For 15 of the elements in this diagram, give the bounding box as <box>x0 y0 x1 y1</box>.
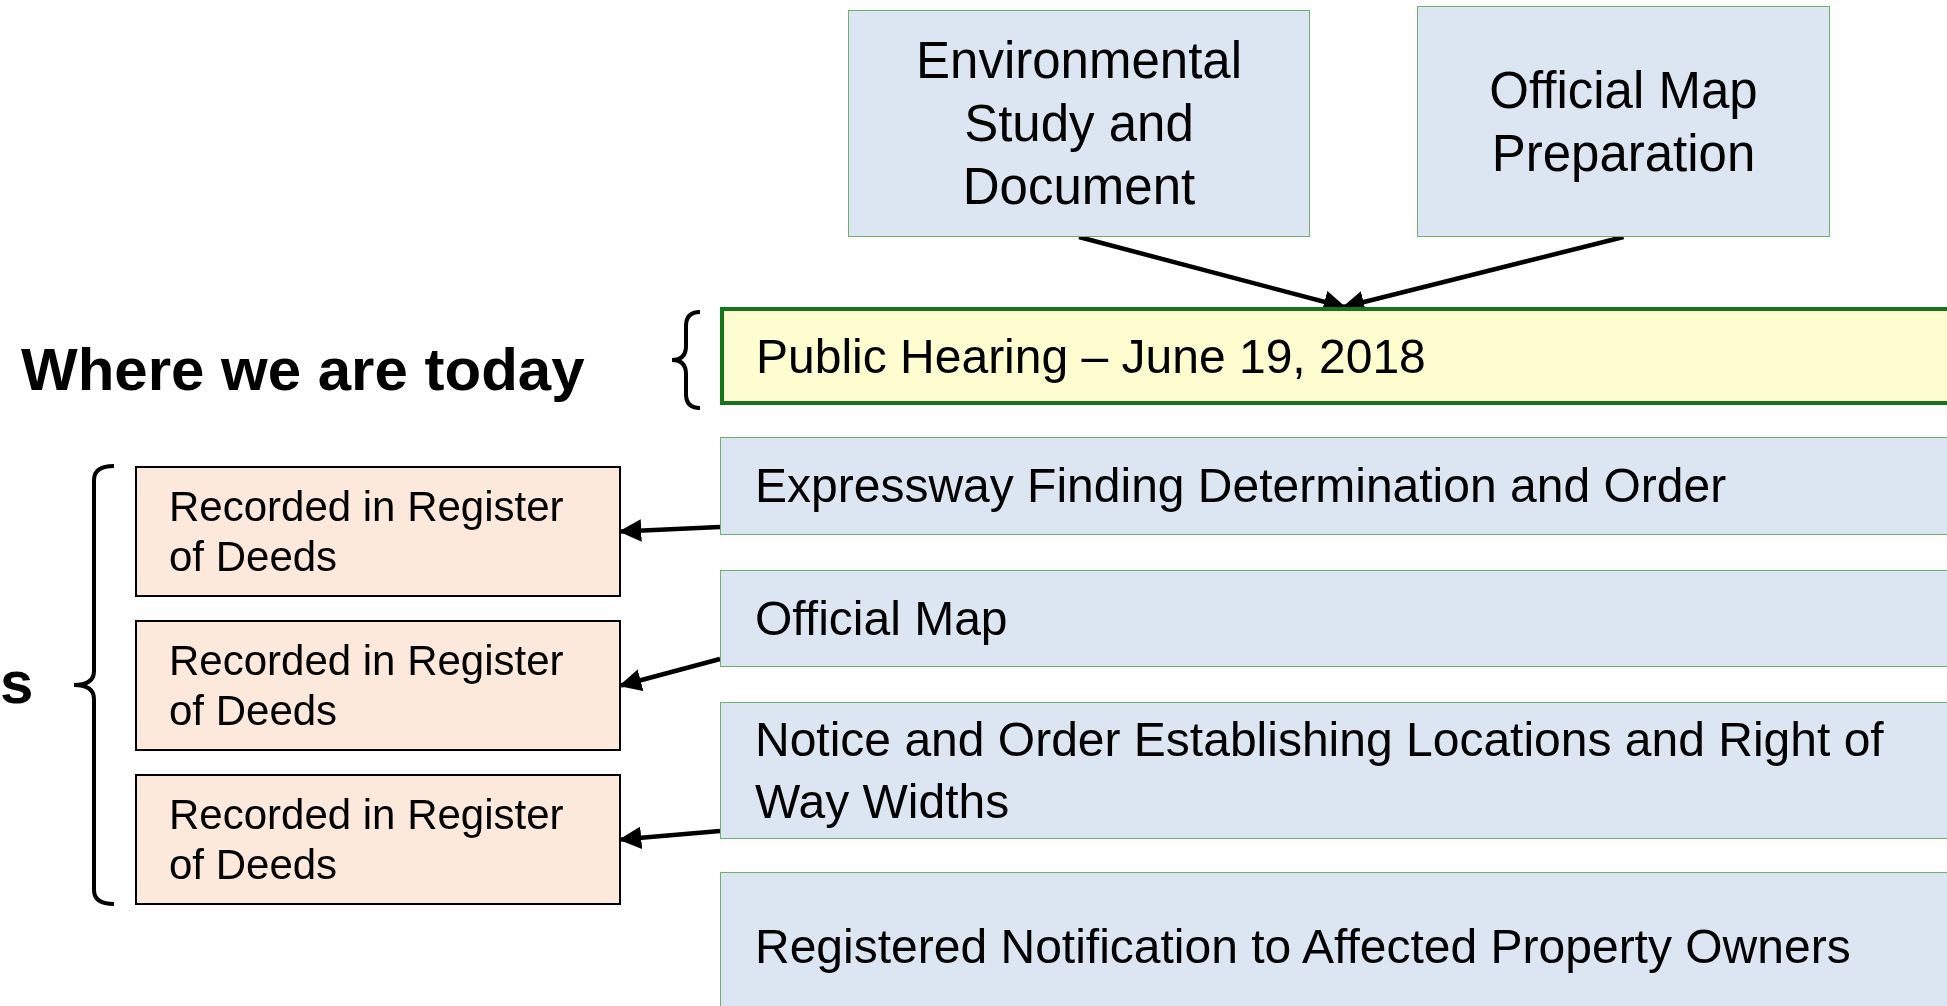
record-box: Recorded in Register of Deeds <box>135 620 621 751</box>
process-box: Environmental Study and Document <box>848 10 1310 237</box>
annotation-text: s <box>0 648 34 718</box>
process-box: Official Map Preparation <box>1417 6 1830 237</box>
arrow <box>618 519 721 542</box>
annotation-text: Where we are today <box>21 335 585 405</box>
highlighted-box: Public Hearing – June 19, 2018 <box>720 307 1947 405</box>
process-box: Expressway Finding Determination and Order <box>720 437 1947 535</box>
arrow <box>618 826 721 849</box>
process-box: Registered Notification to Affected Property Owners <box>720 872 1947 1006</box>
process-box: Official Map <box>720 570 1947 667</box>
process-box: Notice and Order Establishing Locations and Right of Way Widths <box>720 702 1947 839</box>
record-box: Recorded in Register of Deeds <box>135 466 621 597</box>
arrow <box>618 656 721 692</box>
record-box: Recorded in Register of Deeds <box>135 774 621 905</box>
